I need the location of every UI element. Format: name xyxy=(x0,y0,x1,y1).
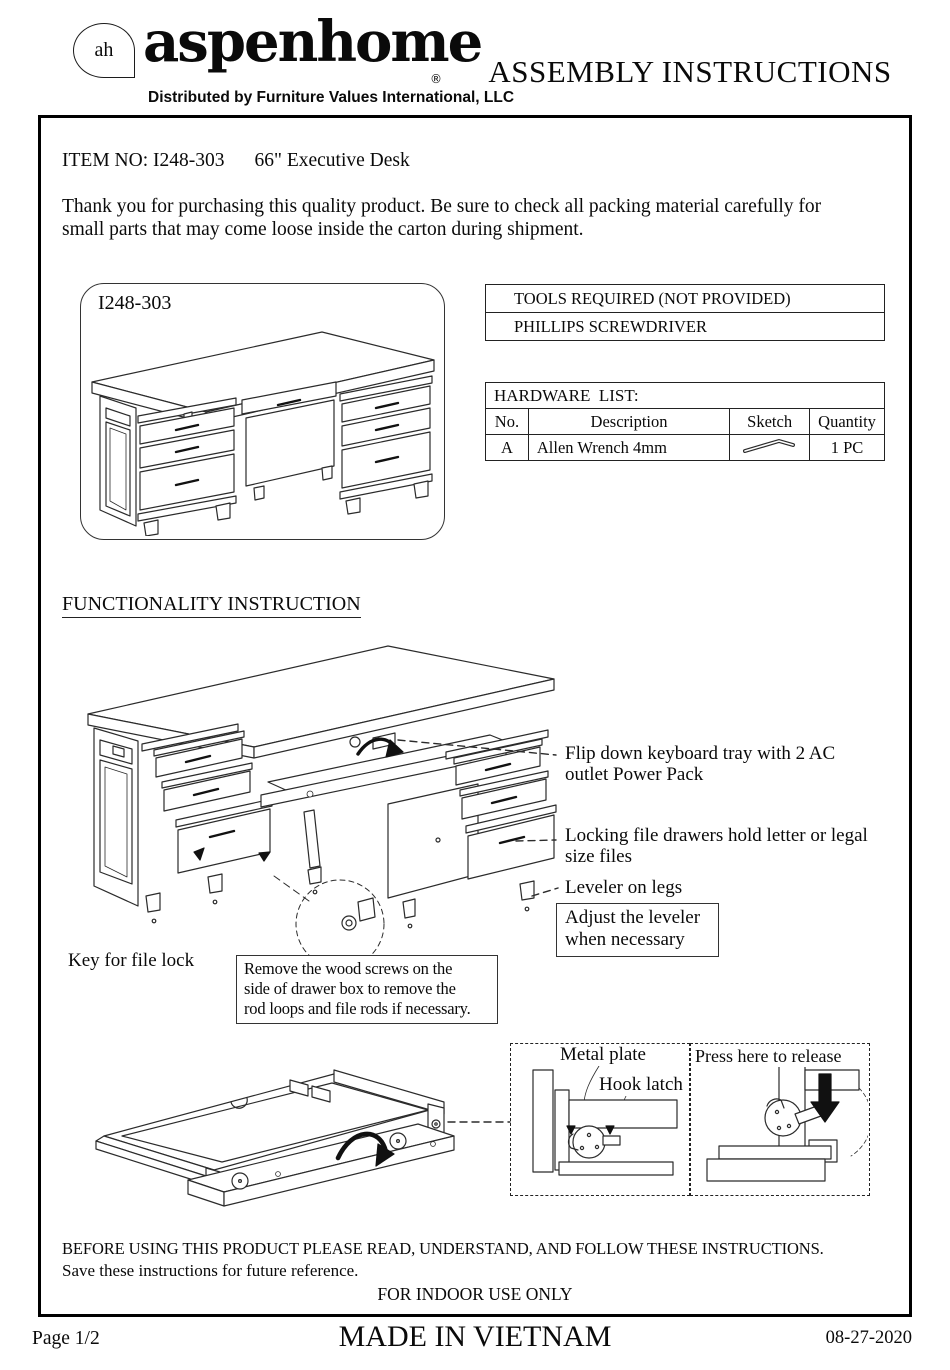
label-metal-plate: Metal plate xyxy=(560,1044,646,1066)
product-model-label: I248-303 xyxy=(98,292,172,314)
allen-wrench-icon xyxy=(742,439,795,453)
label-key-for-file-lock: Key for file lock xyxy=(68,950,195,971)
note-remove-screws: Remove the wood screws on the side of dr… xyxy=(236,955,498,1025)
latch-detail-box-release xyxy=(690,1043,872,1196)
desk-closed-illustration xyxy=(91,331,435,536)
note-adjust-leveler: Adjust the leveler when necessary xyxy=(556,903,719,957)
latch-release-illustration xyxy=(706,1065,872,1182)
notice-save-instructions: Save these instructions for future refer… xyxy=(62,1261,359,1280)
hardware-row: A Allen Wrench 4mm 1 PC xyxy=(485,434,885,461)
content-border xyxy=(38,115,912,1317)
hardware-col-quantity: Quantity xyxy=(809,408,885,435)
registered-mark: ® xyxy=(430,72,442,86)
tools-item-cell: PHILLIPS SCREWDRIVER xyxy=(485,312,885,341)
hardware-col-description: Description xyxy=(527,408,731,435)
intro-paragraph: Thank you for purchasing this quality pr… xyxy=(62,196,822,240)
hardware-title-cell: HARDWARE LIST: xyxy=(485,382,885,409)
desk-functionality-illustration xyxy=(87,645,559,969)
hardware-list-table: HARDWARE LIST: No. Description Sketch Qu… xyxy=(485,382,885,461)
callout-locking-drawers: Locking file drawers hold letter or lega… xyxy=(565,825,868,867)
hardware-col-no: No. xyxy=(485,408,529,435)
label-press-release: Press here to release xyxy=(695,1046,842,1067)
latch-closed-illustration xyxy=(532,1065,678,1176)
hardware-row-no: A xyxy=(485,434,529,461)
product-illustration-box xyxy=(80,283,445,540)
hardware-row-description: Allen Wrench 4mm xyxy=(527,434,731,461)
latch-detail-box-closed xyxy=(510,1043,690,1196)
brand-badge-text: ah xyxy=(94,39,114,61)
item-name: 66" Executive Desk xyxy=(254,150,410,171)
brand-wordmark: aspenhome xyxy=(143,9,483,75)
distributor-line: Distributed by Furniture Values Internat… xyxy=(148,89,515,106)
callout-keyboard-tray: Flip down keyboard tray with 2 AC outlet… xyxy=(565,743,836,785)
footer-date: 08-27-2020 xyxy=(825,1328,912,1348)
footer-page-number: Page 1/2 xyxy=(32,1328,100,1349)
notice-indoor-use: FOR INDOOR USE ONLY xyxy=(377,1284,573,1304)
item-number-line: ITEM NO: I248-303 66" Executive Desk xyxy=(62,150,410,172)
hardware-row-quantity: 1 PC xyxy=(809,434,885,461)
hardware-col-sketch: Sketch xyxy=(729,408,811,435)
footer-made-in: MADE IN VIETNAM xyxy=(338,1320,612,1353)
tools-required-table: TOOLS REQUIRED (NOT PROVIDED) PHILLIPS S… xyxy=(485,284,885,341)
label-hook-latch: Hook latch xyxy=(599,1074,683,1096)
callout-leveler: Leveler on legs xyxy=(565,877,683,898)
functionality-heading: FUNCTIONALITY INSTRUCTION xyxy=(62,593,361,618)
document-title: ASSEMBLY INSTRUCTIONS xyxy=(488,54,892,89)
tools-header-cell: TOOLS REQUIRED (NOT PROVIDED) xyxy=(485,284,885,313)
brand-badge-icon: ah xyxy=(73,23,135,78)
hardware-row-sketch xyxy=(729,434,811,461)
item-number: ITEM NO: I248-303 xyxy=(62,150,225,171)
notice-read-instructions: BEFORE USING THIS PRODUCT PLEASE READ, U… xyxy=(62,1239,824,1258)
keyboard-tray-illustration xyxy=(95,1069,511,1207)
